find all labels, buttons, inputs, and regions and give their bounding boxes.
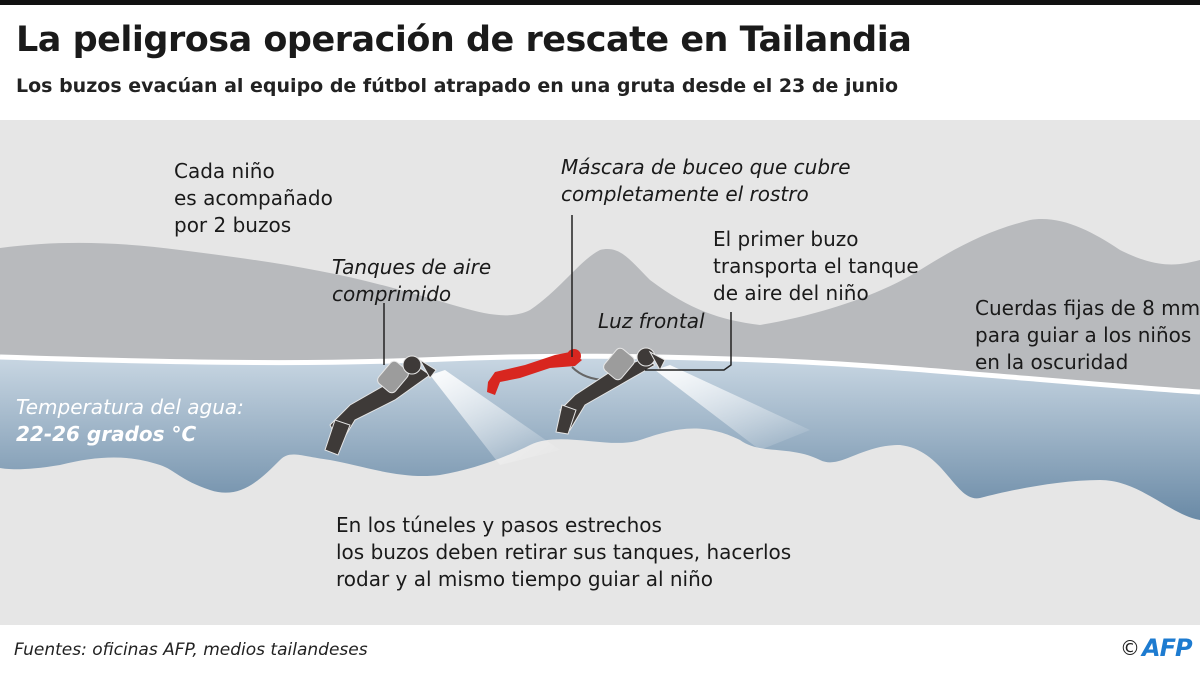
sources-note: Fuentes: oficinas AFP, medios tailandese… — [14, 640, 368, 660]
label-line: completamente el rostro — [561, 182, 809, 206]
diver-1 — [324, 355, 437, 456]
label-line: comprimido — [332, 282, 452, 306]
afp-logo: AFP — [1142, 634, 1193, 662]
copyright-symbol: © — [1120, 636, 1140, 660]
headlight-beam — [430, 370, 560, 465]
water — [0, 356, 1200, 520]
label-line: rodar y al mismo tiempo guiar al niño — [336, 567, 714, 591]
label-water-temp: Temperatura del agua: 22-26 grados °C — [16, 394, 244, 448]
label-line: Cada niño — [174, 159, 275, 183]
label-headlight: Luz frontal — [598, 309, 705, 333]
water-temp-title: Temperatura del agua: — [16, 395, 244, 419]
label-line: de aire del niño — [713, 281, 869, 305]
cave-scene — [0, 120, 1200, 625]
label-air-tanks: Tanques de aire comprimido — [332, 254, 491, 308]
page-title: La peligrosa operación de rescate en Tai… — [16, 20, 912, 60]
leader-line-first-diver — [645, 312, 732, 371]
headlight-beam — [655, 365, 810, 450]
label-line: para guiar a los niños — [975, 323, 1192, 347]
water-temp-value: 22-26 grados °C — [16, 422, 197, 446]
rock-ceiling — [0, 219, 1200, 390]
label-line: transporta el tanque — [713, 254, 919, 278]
label-line: por 2 buzos — [174, 213, 292, 237]
label-line: Cuerdas fijas de 8 mm — [975, 296, 1200, 320]
cave-illustration: Cada niño es acompañado por 2 buzos Tanq… — [0, 120, 1200, 625]
label-line: En los túneles y pasos estrechos — [336, 513, 662, 537]
label-line: El primer buzo — [713, 227, 859, 251]
label-line: los buzos deben retirar sus tanques, hac… — [336, 540, 792, 564]
label-line: Máscara de buceo que cubre — [561, 155, 851, 179]
page-subtitle: Los buzos evacúan al equipo de fútbol at… — [16, 75, 899, 97]
label-line: es acompañado — [174, 186, 333, 210]
waterline-rope — [0, 353, 1200, 395]
label-each-child: Cada niño es acompañado por 2 buzos — [174, 158, 333, 239]
label-line: en la oscuridad — [975, 350, 1129, 374]
label-tunnels: En los túneles y pasos estrechos los buz… — [336, 512, 791, 593]
top-bar — [0, 0, 1200, 5]
label-first-diver: El primer buzo transporta el tanque de a… — [713, 226, 919, 307]
label-line: Tanques de aire — [332, 255, 492, 279]
label-mask: Máscara de buceo que cubre completamente… — [561, 154, 851, 208]
label-ropes: Cuerdas fijas de 8 mm para guiar a los n… — [975, 295, 1200, 376]
diver-2 — [555, 347, 666, 435]
